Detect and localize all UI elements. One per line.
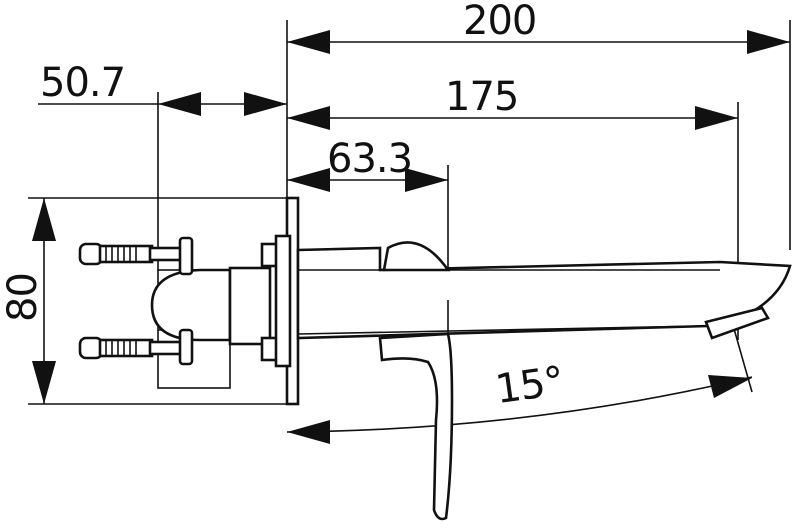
dimension-wall-depth: 50.7 bbox=[38, 60, 287, 270]
dimension-label-200: 200 bbox=[463, 0, 536, 44]
dimension-spout-length: 175 bbox=[287, 74, 739, 340]
arrowhead-right bbox=[747, 30, 790, 54]
dimension-label-80: 80 bbox=[0, 273, 46, 322]
arrowhead-right bbox=[405, 168, 448, 192]
spout bbox=[296, 246, 792, 340]
dimension-height: 80 bbox=[0, 197, 298, 405]
mounting-screw-lower bbox=[78, 336, 190, 360]
arrowhead-left bbox=[287, 106, 330, 130]
mounting-screw-upper bbox=[78, 242, 190, 266]
dimension-overall-length: 200 bbox=[286, 0, 791, 250]
dimension-label-15-degrees: 15° bbox=[493, 358, 567, 413]
arrowhead-right bbox=[708, 375, 752, 398]
dimension-label-50-7: 50.7 bbox=[40, 60, 125, 106]
dimension-handle-offset: 63.3 bbox=[287, 136, 449, 292]
dimension-spout-angle: 15° bbox=[286, 261, 753, 444]
arrowhead-left bbox=[287, 168, 330, 192]
handle-cap bbox=[382, 241, 451, 272]
arrowhead-left bbox=[287, 420, 330, 444]
wall-plate bbox=[274, 196, 300, 406]
handle-lever bbox=[378, 300, 454, 521]
arrowhead-right bbox=[244, 92, 287, 116]
arrowhead-left bbox=[158, 92, 201, 116]
valve-body bbox=[150, 236, 280, 366]
arrowhead-left bbox=[287, 30, 330, 54]
arrowhead-top bbox=[32, 198, 56, 241]
arrowhead-right bbox=[695, 106, 738, 130]
dimension-label-175: 175 bbox=[445, 74, 518, 120]
arrowhead-bottom bbox=[32, 361, 56, 404]
dimension-label-63-3: 63.3 bbox=[327, 136, 412, 182]
